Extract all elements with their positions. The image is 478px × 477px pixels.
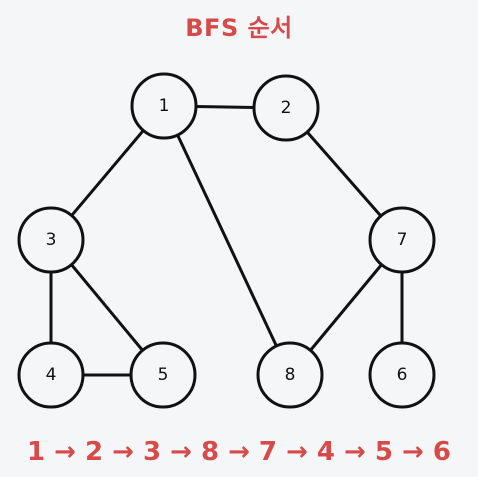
node-label: 4 — [46, 365, 57, 385]
node-circle — [129, 341, 197, 409]
node-4: 4 — [17, 341, 85, 409]
edge-2-7 — [305, 130, 383, 218]
node-label: 1 — [159, 96, 170, 116]
node-circle — [256, 341, 324, 409]
nodes-layer: 1 2 3 7 4 5 8 6 — [17, 72, 436, 409]
node-label: 6 — [397, 365, 408, 385]
node-label: 7 — [397, 230, 408, 250]
node-6: 6 — [368, 341, 436, 409]
bfs-order-sequence: 1 → 2 → 3 → 8 → 7 → 4 → 5 → 6 — [27, 437, 451, 467]
node-7: 7 — [368, 206, 436, 274]
node-circle — [368, 206, 436, 274]
edge-1-3 — [70, 128, 145, 218]
edges-layer — [49, 105, 404, 377]
edge-1-8 — [176, 133, 278, 348]
node-1: 1 — [130, 72, 198, 140]
node-circle — [252, 74, 320, 142]
edge-3-5 — [69, 263, 145, 352]
diagram-title: BFS 순서 — [185, 14, 293, 42]
node-3: 3 — [17, 206, 85, 274]
node-circle — [130, 72, 198, 140]
node-label: 2 — [281, 98, 292, 118]
edge-1-2 — [194, 105, 256, 109]
node-label: 3 — [46, 230, 57, 250]
node-circle — [368, 341, 436, 409]
node-label: 8 — [285, 365, 296, 385]
node-circle — [17, 206, 85, 274]
node-circle — [17, 341, 85, 409]
edge-7-8 — [308, 263, 384, 352]
node-8: 8 — [256, 341, 324, 409]
node-2: 2 — [252, 74, 320, 142]
node-5: 5 — [129, 341, 197, 409]
node-label: 5 — [158, 365, 169, 385]
